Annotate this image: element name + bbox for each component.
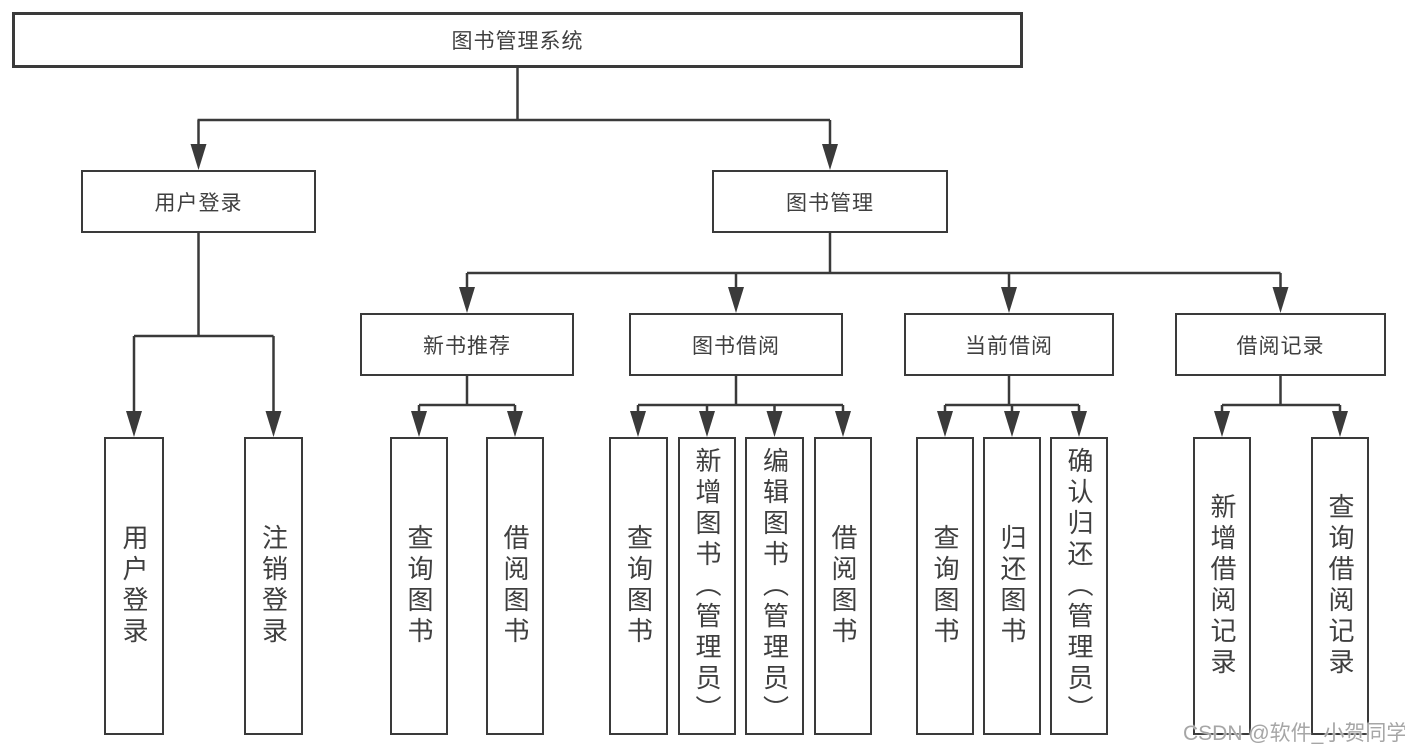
arrowhead: [507, 411, 523, 437]
arrowhead: [126, 411, 142, 437]
connector-borrow-records-to-children: [1220, 376, 1342, 413]
arrowhead: [766, 411, 783, 437]
leaf-return-books: 归还图书: [983, 437, 1041, 735]
arrowhead: [699, 411, 715, 437]
arrowhead: [822, 144, 838, 170]
arrowhead: [190, 144, 207, 170]
node-current-borrowing: 当前借阅: [904, 313, 1114, 376]
arrowhead: [937, 411, 953, 437]
arrowhead: [1071, 411, 1087, 437]
leaf-logout: 注销登录: [244, 437, 303, 735]
arrowhead: [1214, 411, 1230, 437]
arrowhead: [1004, 411, 1020, 437]
leaf-user-login: 用户登录: [104, 437, 164, 735]
arrowhead: [411, 411, 427, 437]
arrowhead: [1272, 287, 1289, 313]
connector-new-book-recommend-to-children: [417, 376, 517, 413]
leaf-query-borrow-record: 查询借阅记录: [1311, 437, 1369, 735]
arrowhead: [265, 411, 282, 437]
leaf-borrow-books-recommend: 借阅图书: [486, 437, 544, 735]
leaf-edit-books-admin: 编辑图书（管理员）: [745, 437, 804, 735]
leaf-borrow-books-borrowing: 借阅图书: [814, 437, 872, 735]
arrowheads: [126, 144, 1348, 437]
csdn-watermark: CSDN @软件_小贺同学: [1183, 722, 1405, 745]
node-library-management-system: 图书管理系统: [12, 12, 1023, 68]
leaf-query-books-current: 查询图书: [916, 437, 974, 735]
node-new-book-recommend: 新书推荐: [360, 313, 574, 376]
arrowhead: [1332, 411, 1348, 437]
leaf-add-borrow-record: 新增借阅记录: [1193, 437, 1251, 735]
connector-book-borrowing-to-children: [636, 376, 845, 413]
node-user-login: 用户登录: [81, 170, 316, 233]
connector-user-login-to-children: [132, 233, 275, 413]
connector-current-borrowing-to-children: [943, 376, 1081, 413]
arrowhead: [630, 411, 646, 437]
leaf-add-books-admin: 新增图书（管理员）: [678, 437, 736, 735]
leaf-confirm-return-admin: 确认归还（管理员）: [1050, 437, 1108, 735]
arrowhead: [1001, 287, 1017, 313]
leaf-query-books-borrowing: 查询图书: [609, 437, 668, 735]
node-borrow-records: 借阅记录: [1175, 313, 1386, 376]
leaf-query-books-recommend: 查询图书: [390, 437, 448, 735]
node-book-borrowing: 图书借阅: [629, 313, 843, 376]
node-book-management: 图书管理: [712, 170, 948, 233]
arrowhead: [728, 287, 744, 313]
connector-book-management-to-level3: [465, 233, 1282, 289]
connector-root-to-level2: [197, 68, 832, 146]
arrowhead: [835, 411, 851, 437]
arrowhead: [459, 287, 475, 313]
